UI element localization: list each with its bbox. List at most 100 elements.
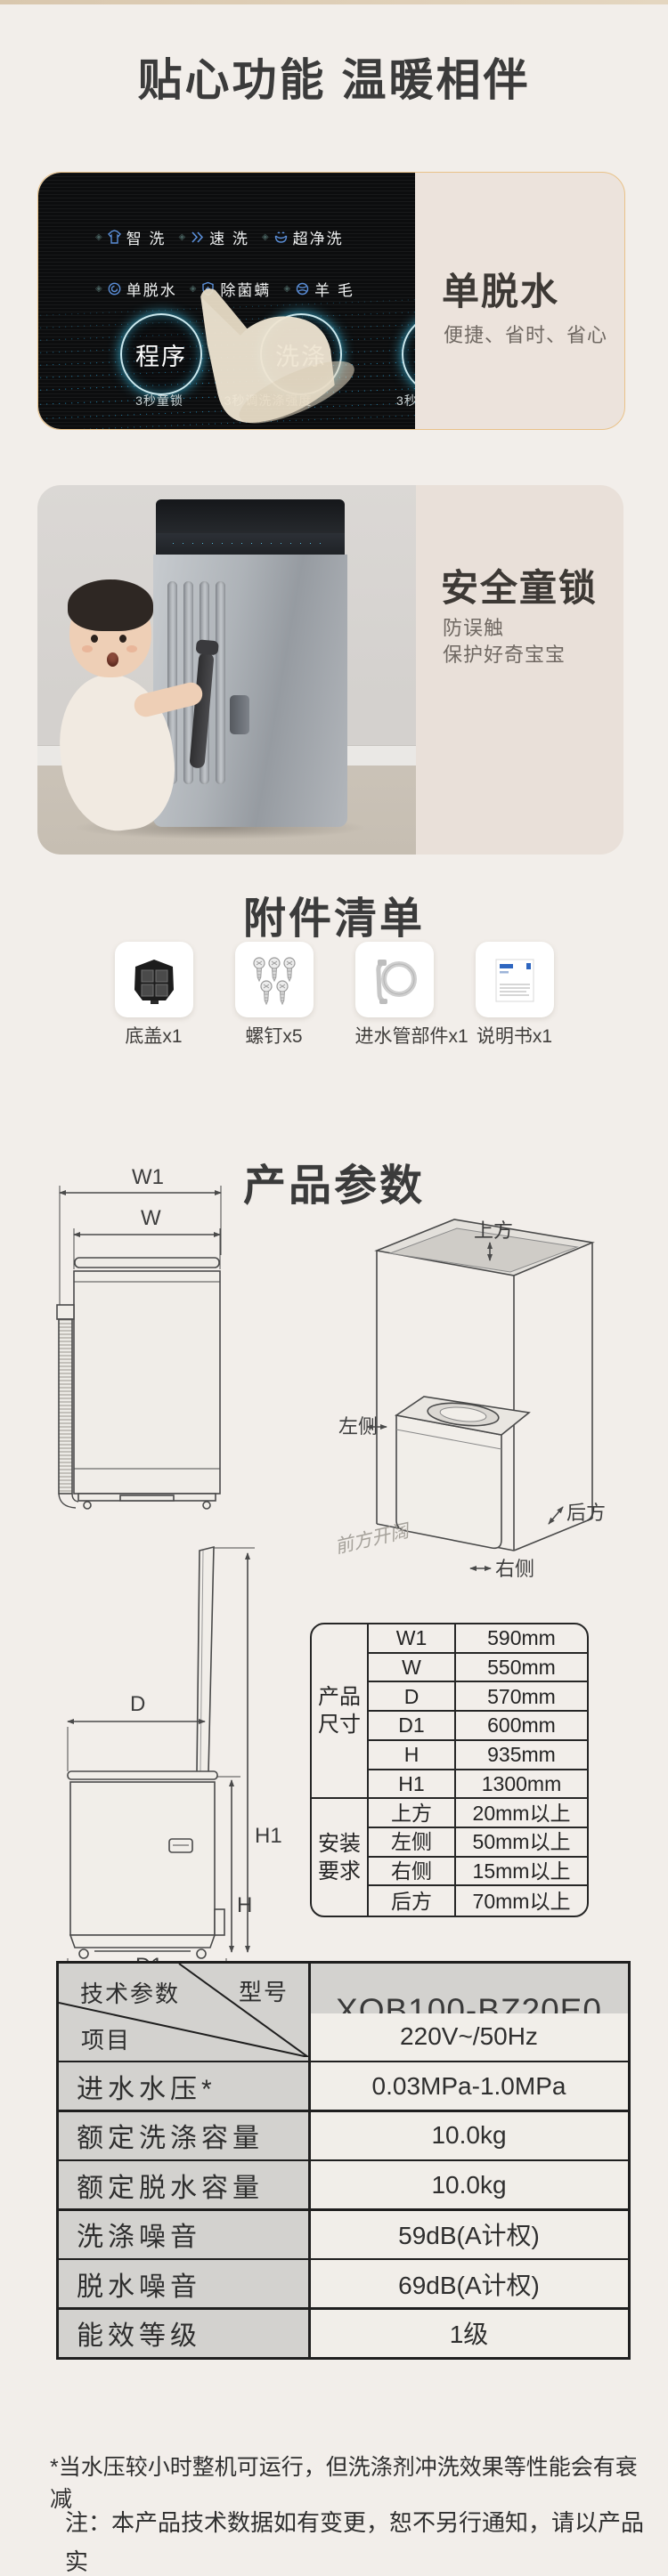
dim-group-label: 安装要求 <box>317 1831 361 1883</box>
dim-name: 左侧 <box>369 1827 456 1858</box>
panel-item-smart-wash: ◈ 智 洗 <box>95 226 166 248</box>
dim-group-size: 产品尺寸 <box>312 1624 369 1800</box>
tech-corner-top: 技术参数 <box>80 1981 181 2007</box>
dim-label-d: D <box>130 1692 145 1716</box>
accessory-label: 螺钉x5 <box>245 1026 303 1047</box>
accessory-inlet-pipe <box>354 942 434 1017</box>
clearance-label-rear: 后方 <box>566 1502 606 1524</box>
disclaimer-line-1: 注：本产品技术数据如有变更，恕不另行通知，请以产品实 <box>65 2509 645 2575</box>
dim-name: D1 <box>369 1712 456 1741</box>
tech-row-value: 59dB(A计权) <box>310 2210 628 2258</box>
dimension-table: 产品尺寸 W1 590mm W 550mm D 570mm D1 600mm H… <box>310 1623 589 1917</box>
accessories-row <box>0 942 668 1017</box>
clearance-label-top: 上方 <box>474 1219 513 1242</box>
tech-row-value: 1级 <box>310 2309 628 2357</box>
dim-value: 15mm以上 <box>456 1858 587 1887</box>
diamond-icon: ◈ <box>189 284 197 294</box>
panel-item-label: 单脱水 <box>126 282 177 299</box>
dim-value: 1300mm <box>456 1770 587 1800</box>
dim-group-label: 产品尺寸 <box>317 1685 361 1738</box>
dim-value: 590mm <box>456 1624 587 1654</box>
panel-item-label: 智 洗 <box>126 231 167 247</box>
dim-value: 600mm <box>456 1712 587 1741</box>
machine-lid <box>156 499 345 533</box>
accessories-title: 附件清单 <box>242 895 425 943</box>
panel-item-label: 速 洗 <box>209 231 249 247</box>
baby-cheek <box>82 645 93 652</box>
tech-row-label: 脱水噪音 <box>59 2260 308 2307</box>
diamond-icon: ◈ <box>178 232 186 242</box>
dim-name: H <box>369 1740 456 1770</box>
dim-value: 50mm以上 <box>456 1828 587 1858</box>
diagonal-lines <box>59 1964 308 2057</box>
accessory-manual <box>475 942 554 1017</box>
bottom-cover-icon <box>134 959 174 1004</box>
baby-eye <box>91 635 98 643</box>
dim-name: H1 <box>369 1770 456 1800</box>
knob-hint: 3秒 <box>396 393 415 408</box>
baby-cheek <box>126 645 137 652</box>
knob-label: 程序 <box>135 343 187 370</box>
accessory-screws <box>234 942 314 1017</box>
tech-row-label: 洗涤噪音 <box>59 2210 308 2258</box>
dim-value: 70mm以上 <box>472 1889 571 1913</box>
program-knob: 程序 <box>120 313 202 395</box>
baby-head <box>68 579 153 677</box>
dim-label-w: W <box>141 1206 161 1230</box>
machine-handle <box>230 695 249 734</box>
feature-card-spin-only: ◈ 智 洗 ◈ 速 洗 ◈ 超净洗 ◈ <box>37 172 625 430</box>
panel-function-row-1: ◈ 智 洗 ◈ 速 洗 ◈ 超净洗 <box>95 226 344 248</box>
knob-hint: 3秒童锁 <box>135 393 183 408</box>
dim-value: 935mm <box>456 1741 587 1770</box>
manual-icon <box>495 959 534 1001</box>
dim-value: 20mm以上 <box>456 1799 587 1828</box>
diamond-icon: ◈ <box>261 232 269 242</box>
wool-icon <box>295 281 310 296</box>
panel-item-super-clean: ◈ 超净洗 <box>262 226 344 248</box>
top-strip <box>0 0 668 4</box>
tech-row-value: 10.0kg <box>310 2161 628 2208</box>
dim-name: 后方 <box>369 1886 456 1916</box>
accessory-label: 底盖x1 <box>125 1026 183 1047</box>
inlet-pipe-icon <box>375 959 417 1004</box>
baby-eye <box>119 635 126 643</box>
accessory-label: 进水管部件x1 <box>354 1026 468 1047</box>
pressing-hand-illustration <box>200 288 354 424</box>
diamond-icon: ◈ <box>95 284 102 294</box>
tech-row-label: 额定脱水容量 <box>59 2161 308 2208</box>
shirt-icon <box>107 230 122 245</box>
fast-forward-icon <box>190 230 205 245</box>
dim-name: D <box>369 1682 456 1713</box>
tech-parameters-table: 技术参数 型号 项目 XQB100-BZ20E0 额定电压 220V~/50Hz… <box>56 1961 631 2360</box>
panel-item-wool: ◈ 羊 毛 <box>283 278 354 300</box>
dim-value: 550mm <box>456 1654 587 1683</box>
dim-name: 上方 <box>369 1799 456 1828</box>
feature-subtitle: 保护好奇宝宝 <box>443 644 566 666</box>
dim-group-install: 安装要求 <box>312 1799 369 1916</box>
feature-subtitle: 便捷、省时、省心 <box>444 324 608 346</box>
baby-photo <box>37 485 416 855</box>
dim-label-h1: H1 <box>255 1824 282 1848</box>
water-pressure-footnote: *当水压较小时整机可运行，但洗涤剂冲洗效果等性能会有衰减 <box>50 2455 638 2512</box>
disclaimer-note: 注：本产品技术数据如有变更，恕不另行通知，请以产品实 物为准。 <box>65 2503 648 2576</box>
dim-value: 570mm <box>456 1682 587 1713</box>
panel-item-label: 除菌螨 <box>220 282 272 299</box>
dim-label-w1: W1 <box>132 1165 164 1189</box>
feature-card-child-lock: 安全童锁 防误触 保护好奇宝宝 <box>37 485 623 855</box>
dim-name: W <box>369 1653 456 1683</box>
accessories-labels: 底盖x1 螺钉x5 进水管部件x1 说明书x1 <box>0 1022 668 1049</box>
specs-title: 产品参数 <box>242 1162 425 1210</box>
tech-row-value: 0.03MPa-1.0MPa <box>310 2062 628 2110</box>
feature-title: 安全童锁 <box>441 567 599 609</box>
front-open-watermark: 前方开阔 <box>333 1520 413 1558</box>
accessory-label: 说明书x1 <box>476 1026 553 1047</box>
spin-icon <box>107 281 122 296</box>
machine-control-strip <box>156 533 345 555</box>
baby-hair <box>68 579 153 631</box>
dim-name: W1 <box>369 1624 456 1654</box>
diamond-icon: ◈ <box>283 284 291 294</box>
control-panel-image: ◈ 智 洗 ◈ 速 洗 ◈ 超净洗 ◈ <box>38 173 415 429</box>
dim-label-h: H <box>237 1893 252 1917</box>
panel-item-label: 羊 毛 <box>314 282 354 299</box>
